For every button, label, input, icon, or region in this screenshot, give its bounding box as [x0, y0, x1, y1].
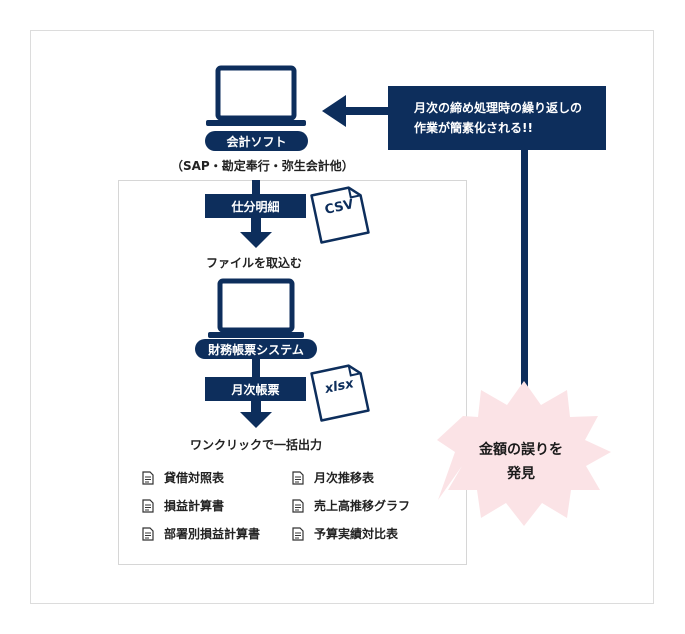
report-name: 月次推移表 [314, 471, 375, 485]
journal-detail-label: 仕分明細 [205, 194, 306, 218]
laptop-icon-system [208, 278, 304, 338]
report-item: 月次推移表 [292, 469, 374, 486]
error-detection-callout: 金額の誤りを 発見 [452, 438, 590, 486]
callout-line-1: 金額の誤りを [479, 442, 563, 458]
accounting-software-label: 会計ソフト [205, 131, 308, 151]
callout-line-2: 発見 [507, 466, 535, 482]
document-icon [142, 470, 154, 485]
report-item: 損益計算書 [142, 497, 224, 514]
report-item: 部署別損益計算書 [142, 525, 260, 542]
down-arrow-icon-1 [240, 218, 272, 248]
document-icon [142, 526, 154, 541]
one-click-output-caption: ワンクリックで一括出力 [190, 438, 323, 452]
left-arrow-icon [322, 95, 388, 127]
report-item: 予算実績対比表 [292, 525, 398, 542]
import-file-caption: ファイルを取込む [206, 256, 303, 270]
report-name: 売上高推移グラフ [314, 499, 411, 513]
report-name: 部署別損益計算書 [164, 527, 261, 541]
benefit-note-line-1: 月次の締め処理時の繰り返しの [414, 101, 583, 115]
benefit-note-box: 月次の締め処理時の繰り返しの 作業が簡素化される!! [388, 86, 606, 150]
benefit-note-line-2: 作業が簡素化される!! [414, 121, 533, 135]
document-icon [292, 526, 304, 541]
report-name: 損益計算書 [164, 499, 225, 513]
csv-file-icon [310, 186, 370, 244]
vertical-connector [521, 150, 528, 394]
financial-report-system-label: 財務帳票システム [195, 339, 317, 359]
laptop-icon-accounting [206, 65, 306, 126]
report-name: 予算実績対比表 [314, 527, 399, 541]
report-item: 売上高推移グラフ [292, 497, 410, 514]
xlsx-file-icon [310, 364, 370, 422]
connector-shaft-2 [252, 356, 260, 378]
document-icon [292, 498, 304, 513]
monthly-report-label: 月次帳票 [205, 377, 306, 401]
document-icon [142, 498, 154, 513]
connector-shaft-1 [252, 180, 260, 194]
report-name: 貸借対照表 [164, 471, 225, 485]
down-arrow-icon-2 [240, 400, 272, 428]
report-item: 貸借対照表 [142, 469, 224, 486]
document-icon [292, 470, 304, 485]
speech-burst-shape [437, 381, 611, 526]
software-examples-caption: （SAP・勘定奉行・弥生会計他） [171, 159, 354, 173]
